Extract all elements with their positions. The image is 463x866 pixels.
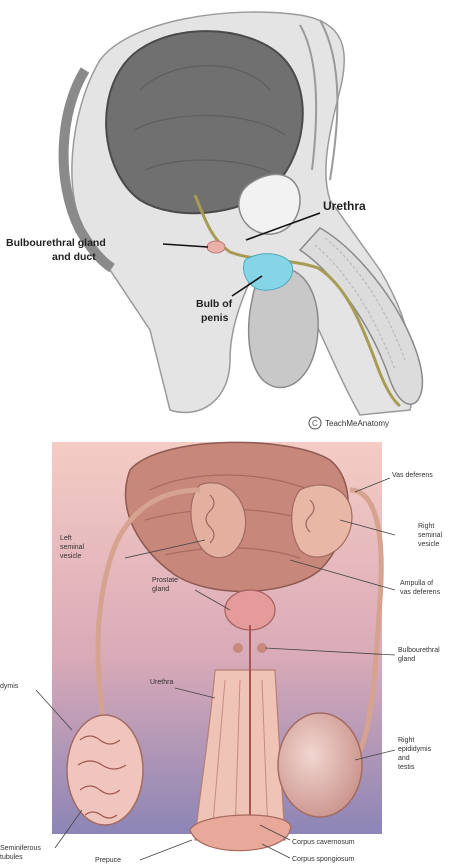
label-bulb-1: Bulb of xyxy=(196,298,233,310)
label-epididymis: dymis xyxy=(0,683,19,690)
label-right-seminal-2: seminal xyxy=(418,532,443,539)
bulbourethral-gland-dot xyxy=(233,643,243,653)
right-testis xyxy=(278,713,362,817)
reproductive-system-svg: Vas deferens Right seminal vesicle Left … xyxy=(0,430,463,866)
label-bulbourethral-2: and duct xyxy=(52,251,96,263)
label-ampulla-1: Ampulla of xyxy=(400,580,433,587)
label-prepuce: Prepuce xyxy=(95,857,121,864)
label-right-epididymis-4: testis xyxy=(398,764,415,771)
label-bulbourethral-2: gland xyxy=(398,656,415,663)
label-prostate-2: gland xyxy=(152,586,169,593)
label-seminiferous-2: tubules xyxy=(0,854,23,861)
label-bulbourethral-1: Bulbourethral gland xyxy=(6,237,106,249)
label-prostate-1: Prostate xyxy=(152,577,178,584)
label-right-seminal-1: Right xyxy=(418,523,434,530)
label-right-epididymis-3: and xyxy=(398,755,410,762)
label-corpus-spongiosum: Corpus spongiosum xyxy=(292,856,354,863)
label-ampulla-2: vas deferens xyxy=(400,589,441,596)
label-left-seminal-2: seminal xyxy=(60,544,85,551)
prostate xyxy=(225,590,275,630)
label-right-epididymis-1: Right xyxy=(398,737,414,744)
label-left-seminal-1: Left xyxy=(60,535,72,542)
reproductive-system-figure: Vas deferens Right seminal vesicle Left … xyxy=(0,430,463,866)
sagittal-section-figure: Urethra Bulbourethral gland and duct Bul… xyxy=(0,0,463,430)
label-bulb-2: penis xyxy=(201,312,229,324)
label-bulbourethral-1: Bulbourethral xyxy=(398,647,440,654)
label-left-seminal-3: vesicle xyxy=(60,553,82,560)
label-corpus-cavernosum: Corpus cavernosum xyxy=(292,839,355,846)
sagittal-section-svg: Urethra Bulbourethral gland and duct Bul… xyxy=(0,0,463,430)
bulbourethral-gland xyxy=(207,241,225,253)
credit-text: TeachMeAnatomy xyxy=(325,419,389,428)
label-right-seminal-3: vesicle xyxy=(418,541,440,548)
left-testis xyxy=(67,715,143,825)
label-seminiferous-1: Seminiferous xyxy=(0,845,41,852)
label-vas-deferens: Vas deferens xyxy=(392,472,433,479)
copyright-symbol-letter: C xyxy=(312,419,318,428)
label-right-epididymis-2: epididymis xyxy=(398,746,432,753)
label-urethra: Urethra xyxy=(150,679,173,686)
label-urethra: Urethra xyxy=(323,199,366,213)
